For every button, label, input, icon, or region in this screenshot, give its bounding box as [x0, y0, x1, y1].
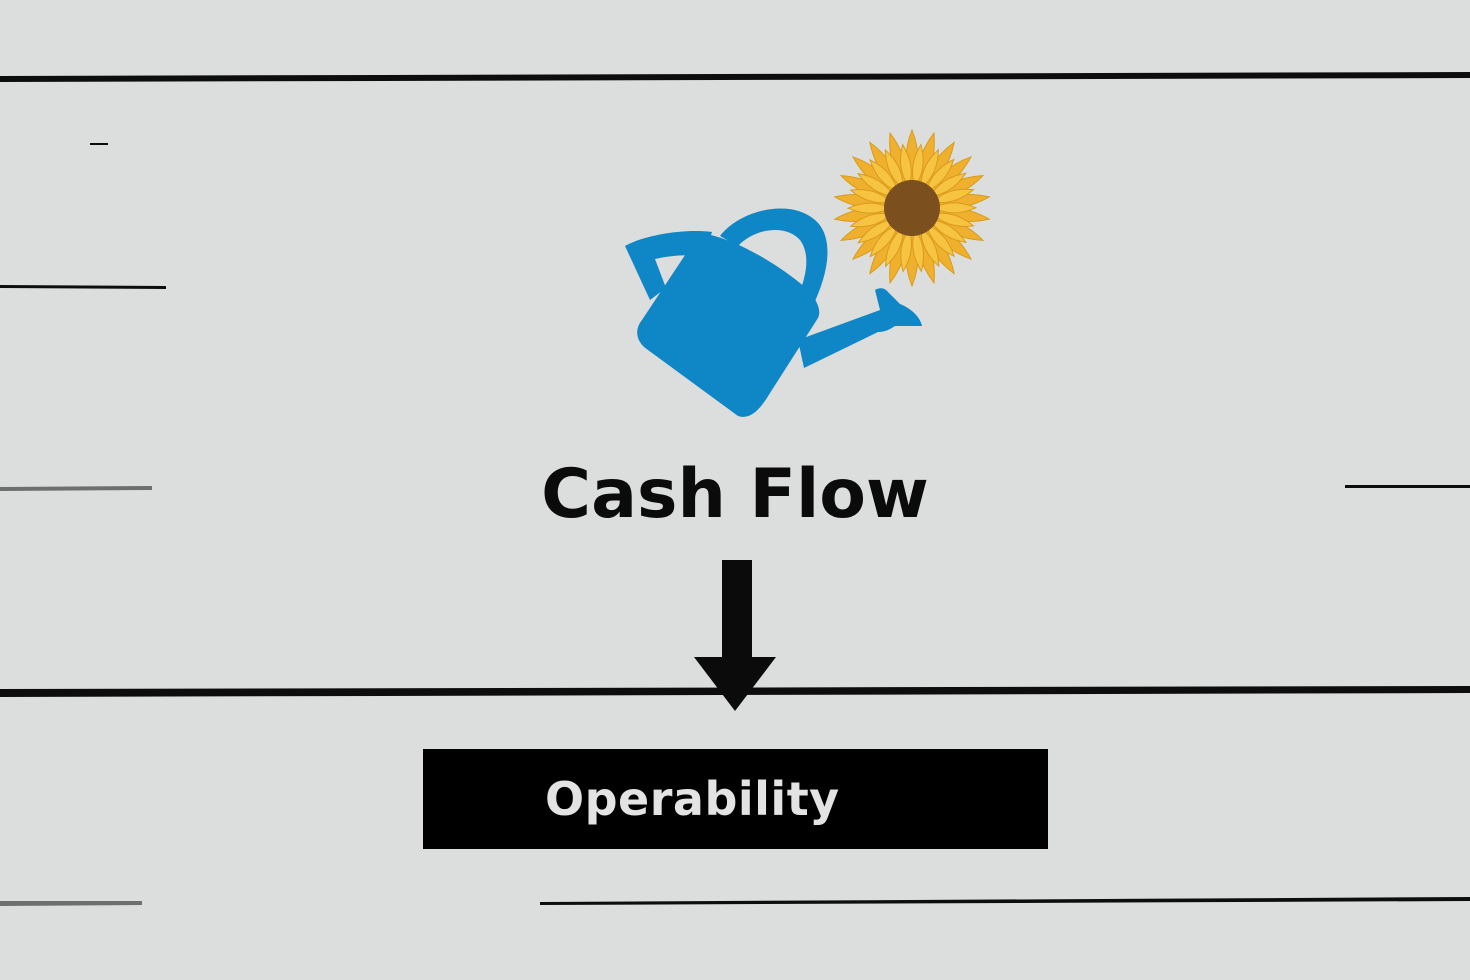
sunflower-petal: [857, 219, 895, 244]
rule-line-left-2: [0, 486, 152, 491]
sunflower-petal: [849, 212, 892, 228]
sunflower-petal: [932, 202, 978, 214]
sunflower-petal: [846, 202, 892, 214]
arrow-shaft: [722, 560, 752, 660]
rule-line-top: [0, 72, 1470, 82]
sunflower-petal: [885, 227, 904, 268]
watering-can-icon: [625, 208, 922, 417]
rule-line-bottom-left: [0, 901, 142, 906]
sunflower-petal: [929, 172, 967, 197]
sunflower-inner-petals: [846, 143, 978, 273]
result-box: [423, 749, 1048, 849]
sunflower-icon: [833, 128, 991, 288]
sunflower-petal: [884, 148, 904, 189]
sunflower-petal: [932, 188, 975, 204]
watering-can-body: [637, 233, 820, 417]
sunflower-petal: [925, 158, 955, 193]
sunflower-petal: [849, 189, 892, 204]
diagram-title: Cash Flow: [541, 455, 929, 534]
sunflower-petal: [912, 228, 925, 273]
arrow-head: [694, 657, 776, 711]
sunflower-petal: [899, 143, 912, 188]
down-arrow-icon: [694, 560, 776, 711]
rule-line-bottom-right: [540, 897, 1470, 905]
sunflower-petal: [929, 219, 968, 244]
sunflower-center: [884, 180, 940, 236]
sunflower-petal: [925, 223, 955, 258]
sunflower-petal: [932, 212, 975, 227]
watering-can-spout: [798, 288, 922, 368]
rule-line-left-1: [0, 285, 166, 289]
rule-line-short-1: [90, 143, 108, 145]
sunflower-petal: [920, 148, 939, 189]
sunflower-petal: [856, 172, 895, 197]
sunflower-petal: [869, 223, 899, 258]
sunflower-petal: [920, 227, 940, 268]
sunflower-petal: [911, 143, 924, 188]
sunflower-petal: [900, 228, 913, 273]
rule-line-right-1: [1345, 485, 1470, 488]
result-label: Operability: [545, 772, 840, 826]
sunflower-petal: [869, 158, 899, 193]
